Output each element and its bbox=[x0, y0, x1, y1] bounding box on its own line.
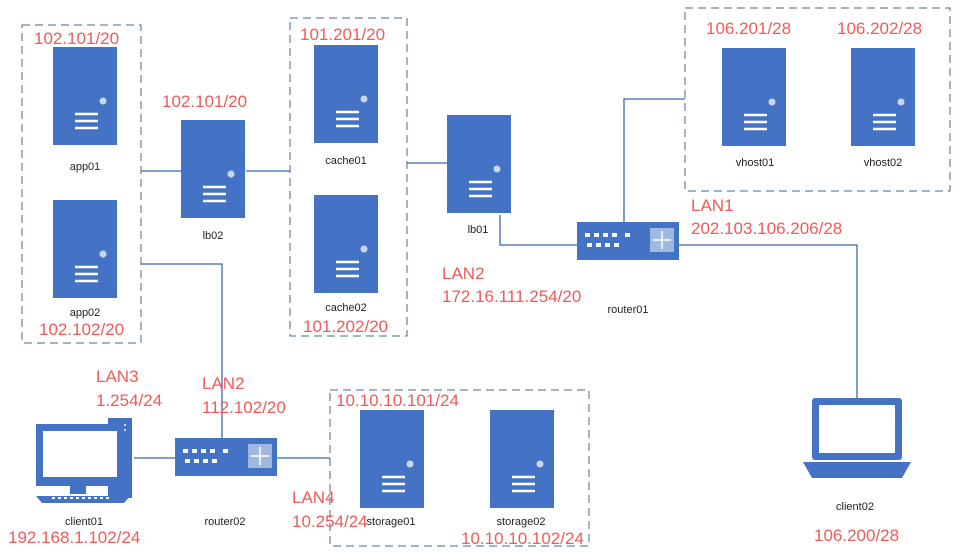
app01-label: app01 bbox=[70, 161, 101, 173]
link-router01-vhost bbox=[623, 98, 685, 222]
app01-ip-label: 102.101/20 bbox=[34, 29, 119, 48]
lan2b-name-label: LAN2 bbox=[202, 374, 245, 393]
lan4-ip-label: 10.254/24 bbox=[292, 512, 368, 531]
lb02-ip-label: 102.101/20 bbox=[162, 92, 247, 111]
lan1-ip-label: 202.103.106.206/28 bbox=[691, 219, 842, 238]
storage01-label: storage01 bbox=[367, 516, 416, 528]
lan1-name-label: LAN1 bbox=[691, 196, 734, 215]
router02-icon[interactable] bbox=[174, 437, 278, 477]
client02-label: client02 bbox=[836, 501, 874, 513]
lan2b-ip-label: 112.102/20 bbox=[202, 398, 286, 417]
lan2-ip-label: 172.16.111.254/20 bbox=[442, 287, 581, 306]
link-app-router02 bbox=[141, 263, 223, 438]
app02-server-icon[interactable] bbox=[51, 198, 119, 300]
app-group-box bbox=[21, 24, 142, 344]
cache-group-box bbox=[289, 17, 408, 337]
cache01-label: cache01 bbox=[325, 155, 367, 167]
lb02-server-icon[interactable] bbox=[179, 118, 247, 220]
lan3-ip-label: 1.254/24 bbox=[96, 391, 162, 410]
lan4-name-label: LAN4 bbox=[292, 488, 335, 507]
lb01-server-icon[interactable] bbox=[445, 113, 513, 215]
storage01-ip-label: 10.10.10.101/24 bbox=[336, 391, 459, 410]
router01-label: router01 bbox=[608, 304, 649, 316]
lan3-name-label: LAN3 bbox=[96, 367, 139, 386]
storage01-server-icon[interactable] bbox=[358, 408, 426, 510]
storage02-ip-label: 10.10.10.102/24 bbox=[461, 529, 584, 548]
router02-label: router02 bbox=[205, 516, 246, 528]
lb02-label: lb02 bbox=[203, 230, 224, 242]
lan2-name-label: LAN2 bbox=[442, 264, 485, 283]
vhost02-label: vhost02 bbox=[864, 157, 903, 169]
storage02-server-icon[interactable] bbox=[488, 408, 556, 510]
vhost-group-box bbox=[684, 7, 951, 192]
vhost02-ip-label: 106.202/28 bbox=[837, 19, 922, 38]
cache02-label: cache02 bbox=[325, 302, 367, 314]
laptop-icon[interactable] bbox=[803, 398, 911, 478]
app01-server-icon[interactable] bbox=[51, 45, 119, 147]
app02-label: app02 bbox=[70, 307, 101, 319]
vhost01-label: vhost01 bbox=[736, 157, 775, 169]
lb01-label: lb01 bbox=[468, 224, 489, 236]
app02-ip-label: 102.102/20 bbox=[39, 320, 124, 339]
client01-ip-label: 192.168.1.102/24 bbox=[8, 528, 140, 547]
cache02-ip-label: 101.202/20 bbox=[303, 317, 388, 336]
vhost02-server-icon[interactable] bbox=[849, 46, 917, 148]
client02-ip-label: 106.200/28 bbox=[814, 526, 899, 545]
cache01-server-icon[interactable] bbox=[312, 43, 380, 145]
cache01-ip-label: 101.201/20 bbox=[300, 25, 385, 44]
router01-icon[interactable] bbox=[576, 221, 680, 261]
link-lb01-router01 bbox=[499, 215, 577, 246]
client01-label: client01 bbox=[65, 516, 103, 528]
storage02-label: storage02 bbox=[497, 516, 546, 528]
desktop-computer-icon[interactable] bbox=[36, 418, 132, 503]
vhost01-server-icon[interactable] bbox=[720, 46, 788, 148]
link-router01-client02 bbox=[679, 244, 858, 398]
vhost01-ip-label: 106.201/28 bbox=[706, 19, 791, 38]
cache02-server-icon[interactable] bbox=[312, 193, 380, 295]
